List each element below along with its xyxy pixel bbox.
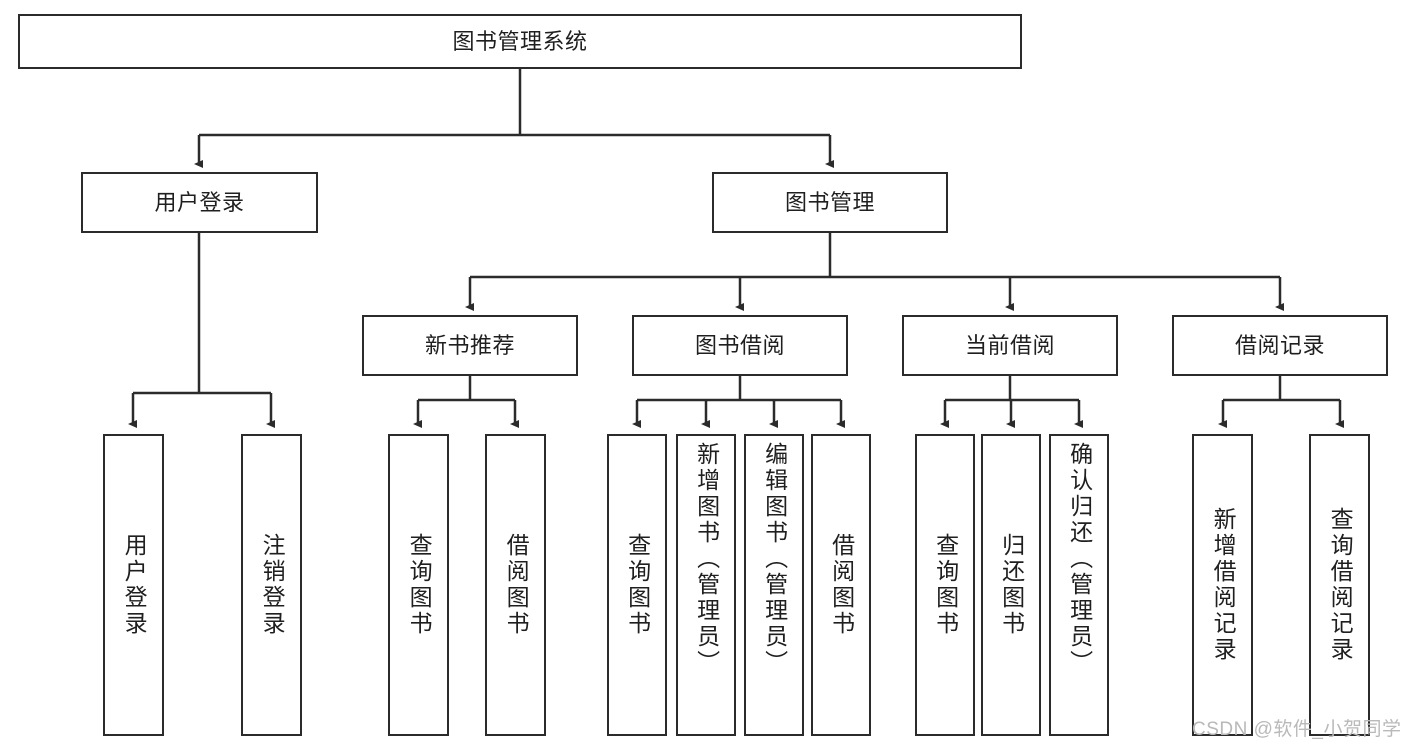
node-book-borrow-label: 图书借阅 bbox=[694, 332, 785, 358]
node-new-book-recommend[interactable]: 新书推荐 bbox=[362, 315, 578, 376]
node-book-borrow[interactable]: 图书借阅 bbox=[632, 315, 848, 376]
leaf-logout-login-label: 注销登录 bbox=[259, 533, 286, 637]
leaf-query-book-2-label: 查询图书 bbox=[624, 533, 651, 637]
leaf-query-book-2[interactable]: 查询图书 bbox=[607, 434, 667, 736]
leaf-user-login-label: 用户登录 bbox=[121, 533, 148, 637]
leaf-query-record-label: 查询借阅记录 bbox=[1327, 507, 1354, 663]
leaf-query-book-1[interactable]: 查询图书 bbox=[388, 434, 449, 736]
leaf-user-login[interactable]: 用户登录 bbox=[103, 434, 164, 736]
leaf-borrow-book-1-label: 借阅图书 bbox=[503, 533, 530, 637]
leaf-query-record[interactable]: 查询借阅记录 bbox=[1309, 434, 1370, 736]
leaf-return-book-label: 归还图书 bbox=[998, 533, 1025, 637]
leaf-edit-book-label: 编辑图书（管理员） bbox=[761, 442, 788, 676]
leaf-add-book-label: 新增图书（管理员） bbox=[693, 442, 720, 676]
node-root-label: 图书管理系统 bbox=[452, 28, 588, 54]
node-borrow-record[interactable]: 借阅记录 bbox=[1172, 315, 1388, 376]
leaf-query-book-1-label: 查询图书 bbox=[406, 533, 433, 637]
node-borrow-record-label: 借阅记录 bbox=[1234, 332, 1325, 358]
node-current-borrow[interactable]: 当前借阅 bbox=[902, 315, 1118, 376]
leaf-query-book-3[interactable]: 查询图书 bbox=[915, 434, 975, 736]
node-new-book-recommend-label: 新书推荐 bbox=[424, 332, 515, 358]
node-book-manage-label: 图书管理 bbox=[784, 189, 875, 215]
leaf-borrow-book-1[interactable]: 借阅图书 bbox=[485, 434, 546, 736]
leaf-add-record[interactable]: 新增借阅记录 bbox=[1192, 434, 1253, 736]
node-book-manage[interactable]: 图书管理 bbox=[712, 172, 948, 233]
leaf-logout-login[interactable]: 注销登录 bbox=[241, 434, 302, 736]
leaf-confirm-return[interactable]: 确认归还（管理员） bbox=[1049, 434, 1109, 736]
leaf-edit-book[interactable]: 编辑图书（管理员） bbox=[744, 434, 804, 736]
leaf-query-book-3-label: 查询图书 bbox=[932, 533, 959, 637]
node-current-borrow-label: 当前借阅 bbox=[964, 332, 1055, 358]
node-user-login-label: 用户登录 bbox=[154, 189, 245, 215]
leaf-borrow-book-2[interactable]: 借阅图书 bbox=[811, 434, 871, 736]
leaf-add-book[interactable]: 新增图书（管理员） bbox=[676, 434, 736, 736]
csdn-watermark: CSDN @软件_小贺同学 bbox=[1192, 719, 1402, 740]
leaf-return-book[interactable]: 归还图书 bbox=[981, 434, 1041, 736]
leaf-borrow-book-2-label: 借阅图书 bbox=[828, 533, 855, 637]
node-user-login[interactable]: 用户登录 bbox=[81, 172, 318, 233]
leaf-confirm-return-label: 确认归还（管理员） bbox=[1066, 442, 1093, 676]
node-root[interactable]: 图书管理系统 bbox=[18, 14, 1022, 69]
leaf-add-record-label: 新增借阅记录 bbox=[1210, 507, 1237, 663]
